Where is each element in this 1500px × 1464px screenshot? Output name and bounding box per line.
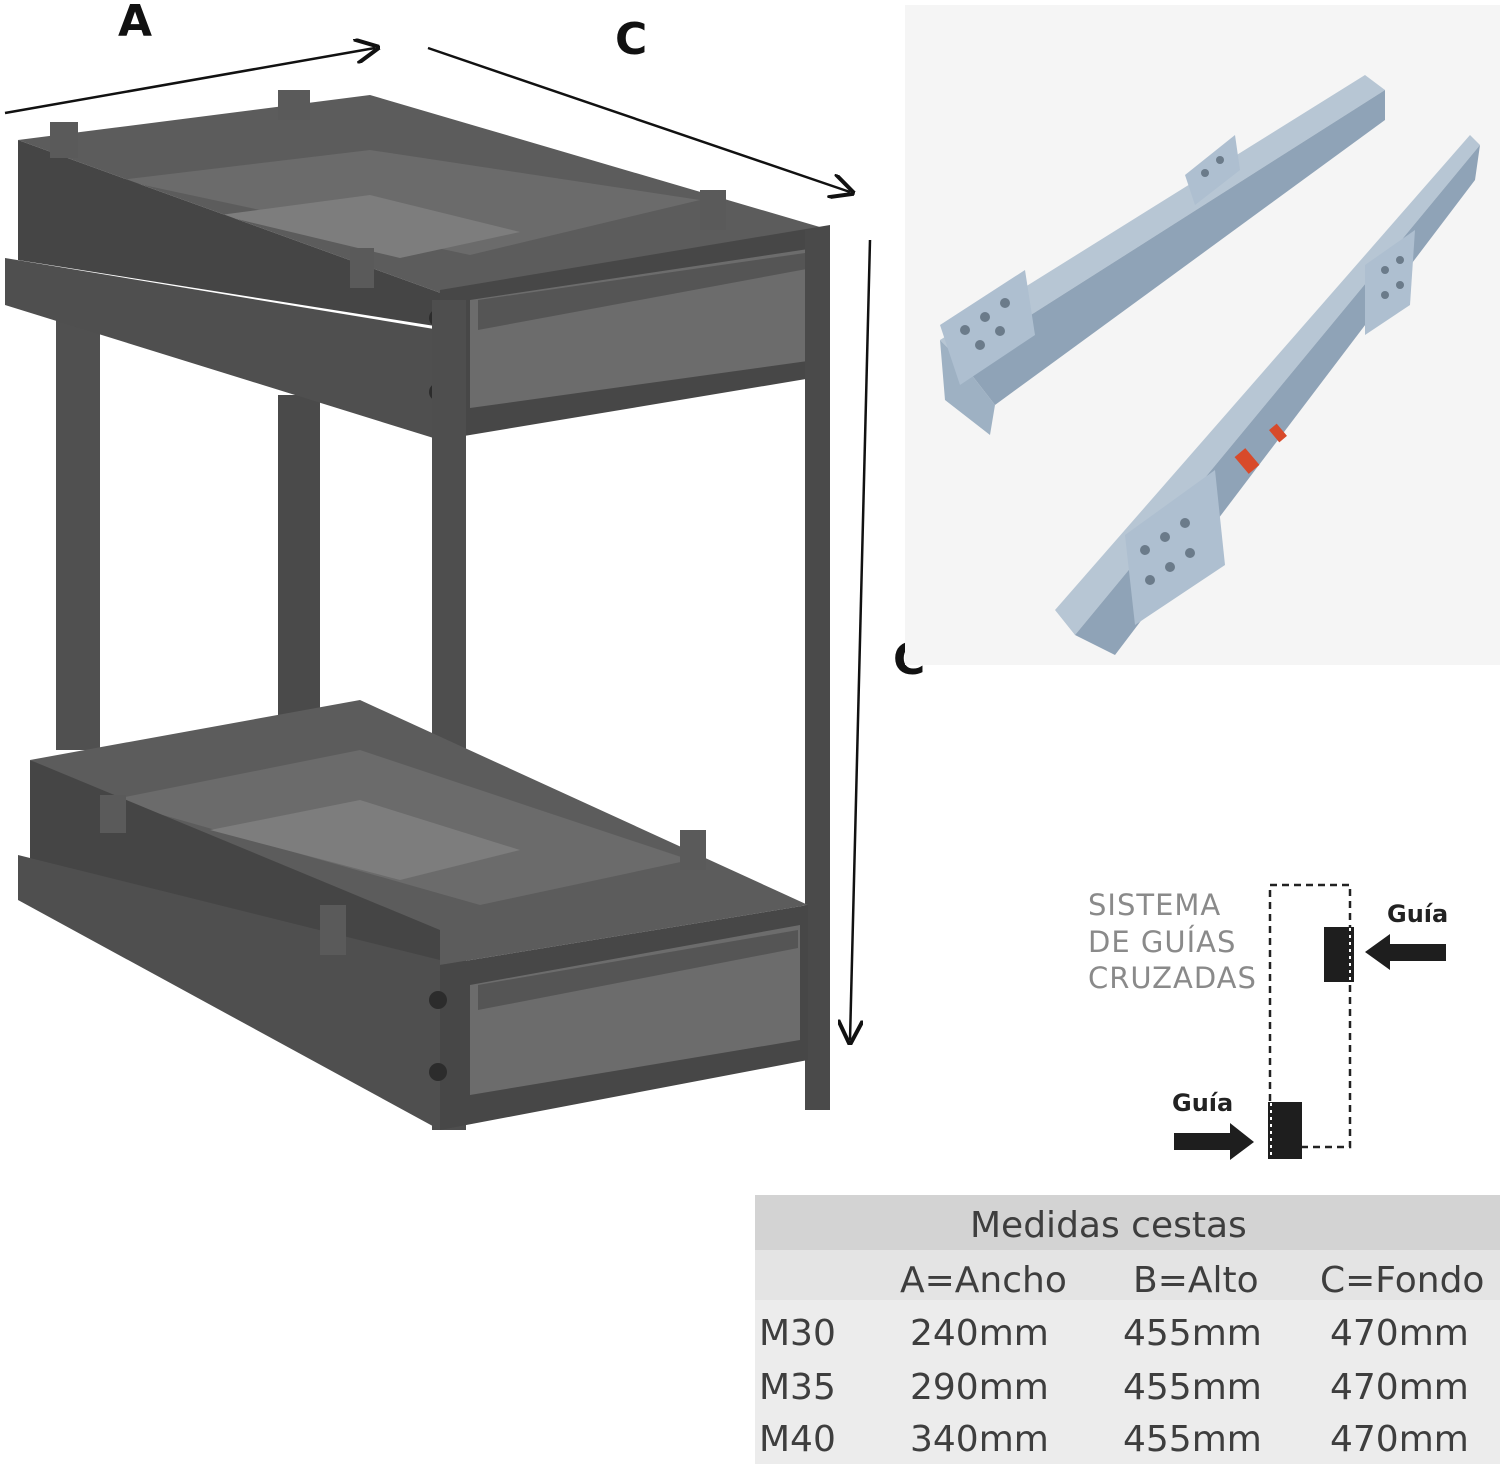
upper-tray (5, 90, 830, 440)
row-alto: 455mm (1123, 1367, 1262, 1408)
row-model: M35 (759, 1367, 836, 1408)
lower-tray (18, 700, 808, 1130)
header-ancho: A=Ancho (900, 1260, 1067, 1301)
header-fondo: C=Fondo (1320, 1260, 1485, 1301)
pull-out-basket-illustration (4, 0, 872, 1130)
crossed-guides-diagram: SISTEMA DE GUÍAS CRUZADAS Guía Guía (1060, 870, 1480, 1170)
measurements-table: Medidas cestas A=Ancho B=Alto C=Fondo M3… (755, 1195, 1500, 1464)
dimension-c-depth-arrow (427, 46, 850, 192)
bottom-guide-arrow (1174, 1123, 1254, 1160)
row-fondo: 470mm (1330, 1367, 1469, 1408)
system-text-line1: SISTEMA (1088, 888, 1222, 922)
row-model: M40 (759, 1419, 836, 1460)
row-ancho: 290mm (910, 1367, 1049, 1408)
system-text-line2: DE GUÍAS (1088, 925, 1237, 959)
row-ancho: 240mm (910, 1313, 1049, 1354)
header-alto: B=Alto (1133, 1260, 1259, 1301)
dimension-a-label: A (118, 0, 153, 47)
table-title: Medidas cestas (970, 1205, 1247, 1246)
row-model: M30 (759, 1313, 836, 1354)
bottom-guide-block (1268, 1102, 1302, 1159)
row-ancho: 340mm (910, 1419, 1049, 1460)
system-text-line3: CRUZADAS (1088, 961, 1257, 995)
dimension-c-height-arrow (850, 239, 872, 1040)
row-fondo: 470mm (1330, 1313, 1469, 1354)
drawer-rails-image (905, 5, 1500, 665)
bottom-guide-label: Guía (1172, 1089, 1234, 1117)
row-alto: 455mm (1123, 1419, 1262, 1460)
top-guide-arrow (1365, 934, 1446, 970)
row-alto: 455mm (1123, 1313, 1262, 1354)
dimension-a-arrow (4, 48, 375, 115)
dimension-c-depth-label: C (615, 14, 648, 65)
row-fondo: 470mm (1330, 1419, 1469, 1460)
top-guide-label: Guía (1387, 900, 1449, 928)
